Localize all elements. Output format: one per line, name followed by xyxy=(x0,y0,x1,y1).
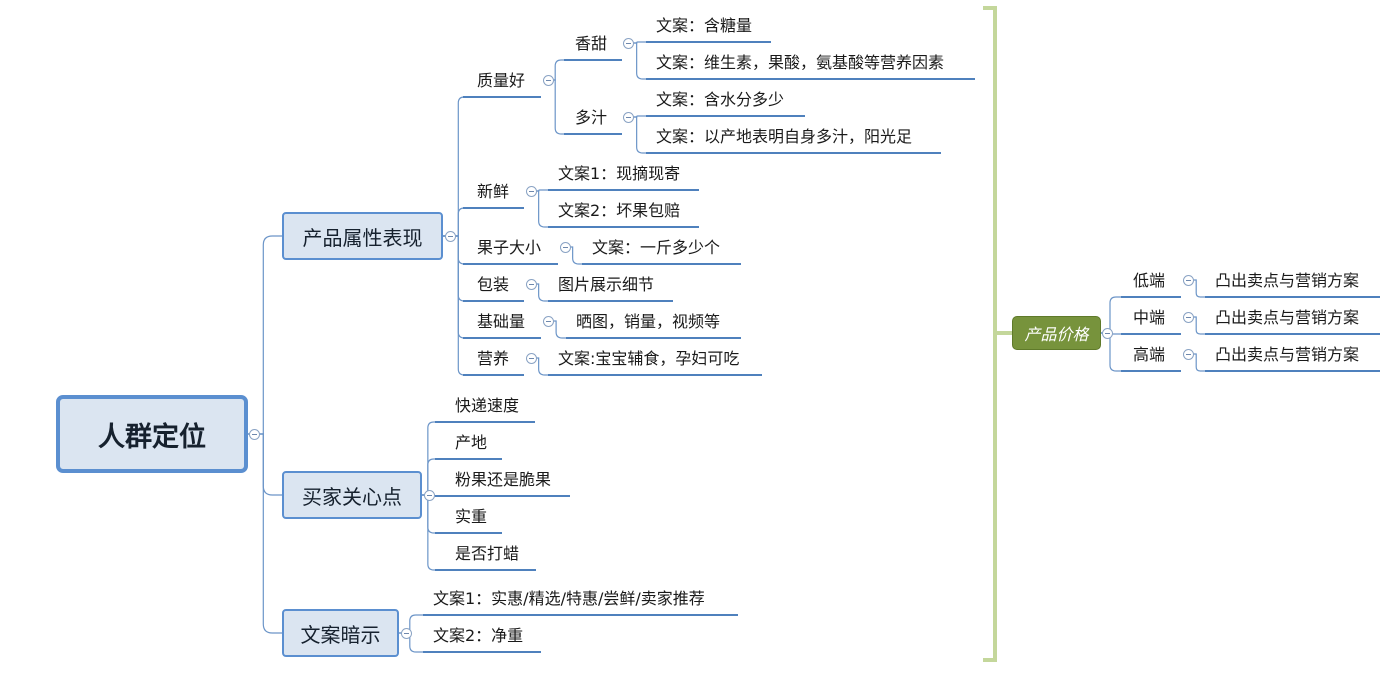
node-fruit-size[interactable]: 果子大小 xyxy=(477,238,542,257)
collapse-circle-icon[interactable] xyxy=(1183,275,1194,286)
node-delivery-speed[interactable]: 快递速度 xyxy=(455,396,520,415)
node-juicy[interactable]: 多汁 xyxy=(575,108,608,127)
collapse-circle-icon[interactable] xyxy=(1102,328,1113,339)
topic-product-attributes[interactable]: 产品属性表现 xyxy=(282,212,443,260)
node-price-high[interactable]: 高端 xyxy=(1133,345,1166,364)
connector-line xyxy=(443,235,477,376)
node-quality-good[interactable]: 质量好 xyxy=(477,71,526,90)
connector-line xyxy=(399,632,423,653)
connector-line xyxy=(422,494,435,571)
connector-line xyxy=(1101,296,1121,334)
node-copy-baby-pregnant[interactable]: 文案:宝宝辅食，孕妇可吃 xyxy=(558,349,740,368)
topic-product-price[interactable]: 产品价格 xyxy=(1012,316,1101,350)
node-copy-water[interactable]: 文案：含水分多少 xyxy=(656,90,785,109)
node-fresh[interactable]: 新鲜 xyxy=(477,182,510,201)
node-price-high-plan[interactable]: 凸出卖点与营销方案 xyxy=(1215,345,1360,364)
connector-line xyxy=(399,614,423,634)
node-nutrition[interactable]: 营养 xyxy=(477,349,510,368)
node-packaging[interactable]: 包装 xyxy=(477,275,510,294)
collapse-circle-icon[interactable] xyxy=(526,279,537,290)
connector-line xyxy=(629,116,646,154)
collapse-circle-icon[interactable] xyxy=(1183,312,1194,323)
node-waxed[interactable]: 是否打蜡 xyxy=(455,544,520,563)
connector-line xyxy=(1189,353,1205,372)
connector-line xyxy=(629,42,646,80)
root-topic[interactable]: 人群定位 xyxy=(56,395,248,473)
node-copy-vitamins[interactable]: 文案：维生素，果酸，氨基酸等营养因素 xyxy=(656,53,945,72)
topic-buyer-concerns[interactable]: 买家关心点 xyxy=(282,471,422,519)
connector-line xyxy=(531,357,548,376)
node-price-mid-plan[interactable]: 凸出卖点与营销方案 xyxy=(1215,308,1360,327)
collapse-circle-icon[interactable] xyxy=(401,628,412,639)
collapse-circle-icon[interactable] xyxy=(526,186,537,197)
connector-line xyxy=(422,421,435,496)
collapse-circle-icon[interactable] xyxy=(543,316,554,327)
node-origin[interactable]: 产地 xyxy=(455,433,488,452)
node-texture[interactable]: 粉果还是脆果 xyxy=(455,470,552,489)
node-sweet[interactable]: 香甜 xyxy=(575,34,608,53)
topic-copy-hints[interactable]: 文案暗示 xyxy=(282,609,399,657)
collapse-circle-icon[interactable] xyxy=(526,353,537,364)
connector-line xyxy=(531,283,548,302)
node-copy-fresh-picked[interactable]: 文案1：现摘现寄 xyxy=(558,164,681,183)
node-actual-weight[interactable]: 实重 xyxy=(455,507,488,526)
collapse-circle-icon[interactable] xyxy=(543,75,554,86)
connector-line xyxy=(548,79,564,135)
connector-line xyxy=(443,235,477,339)
connector-line xyxy=(548,320,566,339)
collapse-circle-icon[interactable] xyxy=(1183,349,1194,360)
connector-line xyxy=(248,433,282,496)
collapse-circle-icon[interactable] xyxy=(424,490,435,501)
collapse-circle-icon[interactable] xyxy=(249,429,260,440)
connector-line xyxy=(1101,332,1121,372)
node-price-low-plan[interactable]: 凸出卖点与营销方案 xyxy=(1215,271,1360,290)
node-price-low[interactable]: 低端 xyxy=(1133,271,1166,290)
connector-line xyxy=(422,458,435,496)
collapse-circle-icon[interactable] xyxy=(560,242,571,253)
node-base-volume[interactable]: 基础量 xyxy=(477,312,526,331)
connector-line xyxy=(1189,316,1205,335)
node-copy-sugar[interactable]: 文案：含糖量 xyxy=(656,16,753,35)
node-copy-bad-fruit-refund[interactable]: 文案2：坏果包赔 xyxy=(558,201,681,220)
connector-line xyxy=(531,190,548,228)
connector-line xyxy=(548,59,564,81)
connector-line xyxy=(248,433,282,634)
node-copy-count-per-jin[interactable]: 文案：一斤多少个 xyxy=(592,238,721,257)
summary-bracket xyxy=(983,6,997,662)
connector-line xyxy=(248,235,282,435)
collapse-circle-icon[interactable] xyxy=(445,231,456,242)
node-price-mid[interactable]: 中端 xyxy=(1133,308,1166,327)
collapse-circle-icon[interactable] xyxy=(623,38,634,49)
connector-line xyxy=(1189,279,1205,298)
node-copy-keywords[interactable]: 文案1：实惠/精选/特惠/尝鲜/卖家推荐 xyxy=(433,589,705,608)
node-reviews-sales-video[interactable]: 晒图，销量，视频等 xyxy=(576,312,721,331)
connector-line xyxy=(443,235,477,302)
node-copy-net-weight[interactable]: 文案2：净重 xyxy=(433,626,524,645)
collapse-circle-icon[interactable] xyxy=(623,112,634,123)
connector-line xyxy=(443,96,477,237)
connector-line xyxy=(565,246,582,265)
node-detail-images[interactable]: 图片展示细节 xyxy=(558,275,655,294)
node-copy-origin[interactable]: 文案：以产地表明自身多汁，阳光足 xyxy=(656,127,913,146)
